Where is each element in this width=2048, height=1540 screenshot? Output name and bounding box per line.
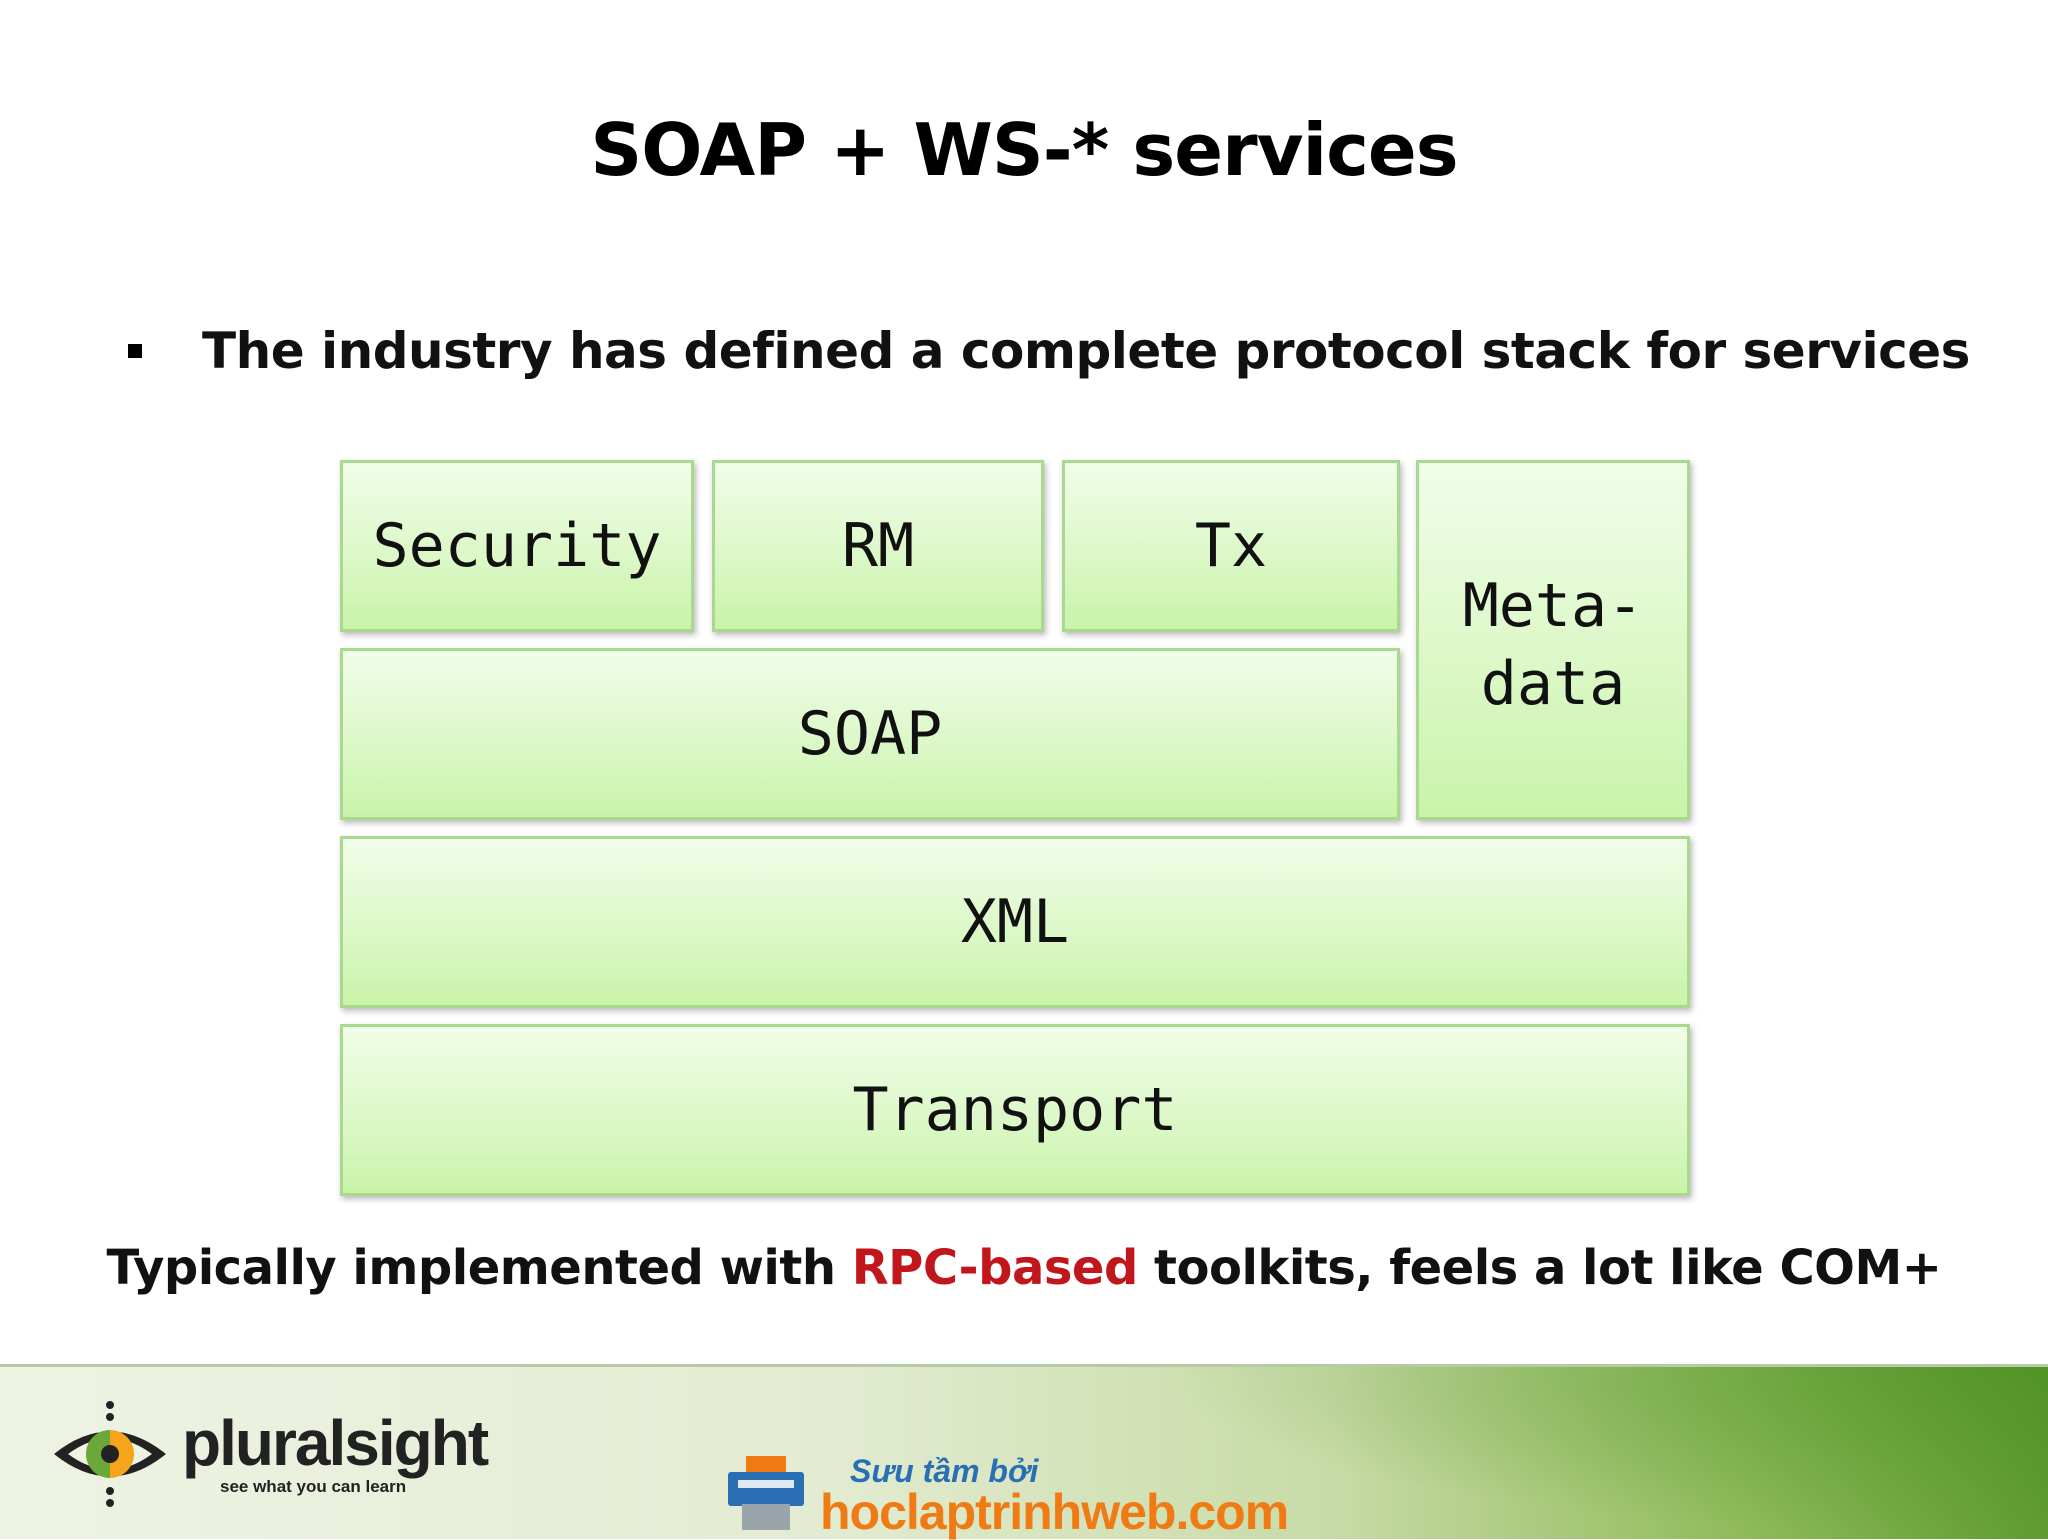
logo-tagline: see what you can learn <box>220 1477 407 1496</box>
caption-text-after: toolkits, feels a lot like COM+ <box>1137 1240 1942 1296</box>
slide-title: SOAP + WS-* services <box>590 108 1458 192</box>
footer-band: pluralsight see what you can learn Sưu t… <box>0 1364 2048 1539</box>
logo-wordmark: pluralsight <box>182 1407 489 1479</box>
stack-label-metadata-line2: data <box>1480 649 1626 719</box>
printer-logo-icon <box>726 1456 806 1536</box>
stack-block-xml: XML <box>340 836 1690 1008</box>
caption-highlight: RPC-based <box>851 1240 1139 1296</box>
stack-label-tx: Tx <box>1194 511 1268 581</box>
caption: Typically implemented with RPC-based too… <box>0 1240 2048 1296</box>
stack-label-soap: SOAP <box>797 699 943 769</box>
stack-label-rm: RM <box>841 511 915 581</box>
watermark-top-text: Sưu tầm bởi <box>850 1453 1039 1489</box>
stack-block-soap: SOAP <box>340 648 1400 820</box>
stack-block-security: Security <box>340 460 694 632</box>
bullet-text: The industry has defined a complete prot… <box>202 322 1970 380</box>
stack-block-tx: Tx <box>1062 460 1400 632</box>
watermark-site-text: hoclaptrinhweb.com <box>820 1484 1289 1540</box>
bullet-square-icon <box>128 344 142 358</box>
bullet-point: The industry has defined a complete prot… <box>128 322 1978 380</box>
footer-decoration <box>1148 1367 2048 1539</box>
pluralsight-logo: pluralsight see what you can learn <box>50 1399 489 1509</box>
stack-label-transport: Transport <box>852 1075 1178 1145</box>
stack-label-xml: XML <box>960 887 1070 957</box>
stack-block-rm: RM <box>712 460 1044 632</box>
stack-block-transport: Transport <box>340 1024 1690 1196</box>
caption-text-before: Typically implemented with <box>106 1240 852 1296</box>
stack-label-security: Security <box>372 511 662 581</box>
eye-logo-icon <box>50 1399 170 1509</box>
stack-label-metadata-line1: Meta- <box>1462 571 1644 641</box>
stack-block-metadata: Meta- data <box>1416 460 1690 820</box>
watermark: Sưu tầm bởi hoclaptrinhweb.com <box>726 1453 1289 1540</box>
